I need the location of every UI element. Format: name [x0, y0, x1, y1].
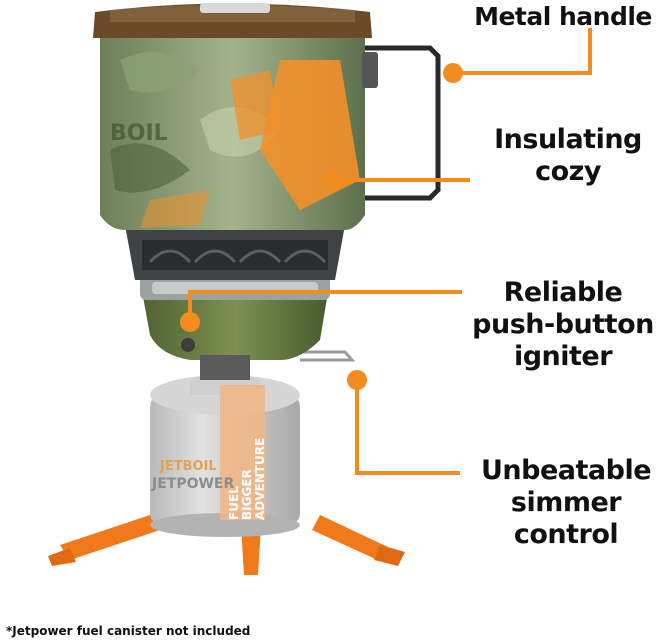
- callout-line: cozy: [535, 155, 601, 187]
- igniter-button: [181, 338, 195, 352]
- callout-simmer-control: Unbeatable simmer control: [466, 455, 666, 551]
- igniter-leader-dot: [180, 312, 200, 332]
- heat-exchanger: [125, 225, 345, 280]
- callout-igniter: Reliable push-button igniter: [458, 277, 668, 373]
- pot-logo-label: BOIL: [110, 121, 168, 146]
- callout-line: Metal handle: [474, 2, 652, 31]
- callout-line: Insulating: [494, 124, 642, 155]
- callout-line: Unbeatable: [480, 455, 652, 486]
- simmer-leader-dot: [347, 370, 367, 390]
- canister-slogan-2: BIGGER: [240, 469, 254, 520]
- callout-connectors: [180, 28, 592, 475]
- callout-insulating-cozy: Insulating cozy: [470, 124, 666, 188]
- handle-leader-line: [453, 28, 592, 75]
- metal-handle: [362, 45, 441, 201]
- callout-metal-handle: Metal handle: [458, 2, 668, 32]
- callout-line: push-button: [472, 308, 654, 340]
- callout-line: control: [513, 518, 619, 550]
- cozy-leader-dot: [323, 170, 343, 190]
- canister-slogan-1: FUEL: [227, 486, 241, 520]
- fuel-canister: JETBOIL JETPOWER FUEL BIGGER ADVENTURE: [150, 372, 300, 537]
- disclaimer-footnote: *Jetpower fuel canister not included: [6, 624, 251, 638]
- pot-lid: [93, 3, 372, 38]
- callout-line: Reliable: [503, 277, 623, 308]
- canister-slogan-3: ADVENTURE: [253, 438, 267, 520]
- pot-support-wire: [300, 350, 356, 362]
- callout-line: igniter: [513, 340, 613, 372]
- simmer-leader-line: [355, 380, 460, 475]
- canister-brand-label: JETBOIL: [159, 459, 217, 474]
- canister-product-label: JETPOWER: [151, 476, 234, 492]
- insulating-cozy: BOIL: [100, 30, 365, 230]
- callout-line: simmer: [510, 486, 622, 518]
- handle-leader-dot: [443, 63, 463, 83]
